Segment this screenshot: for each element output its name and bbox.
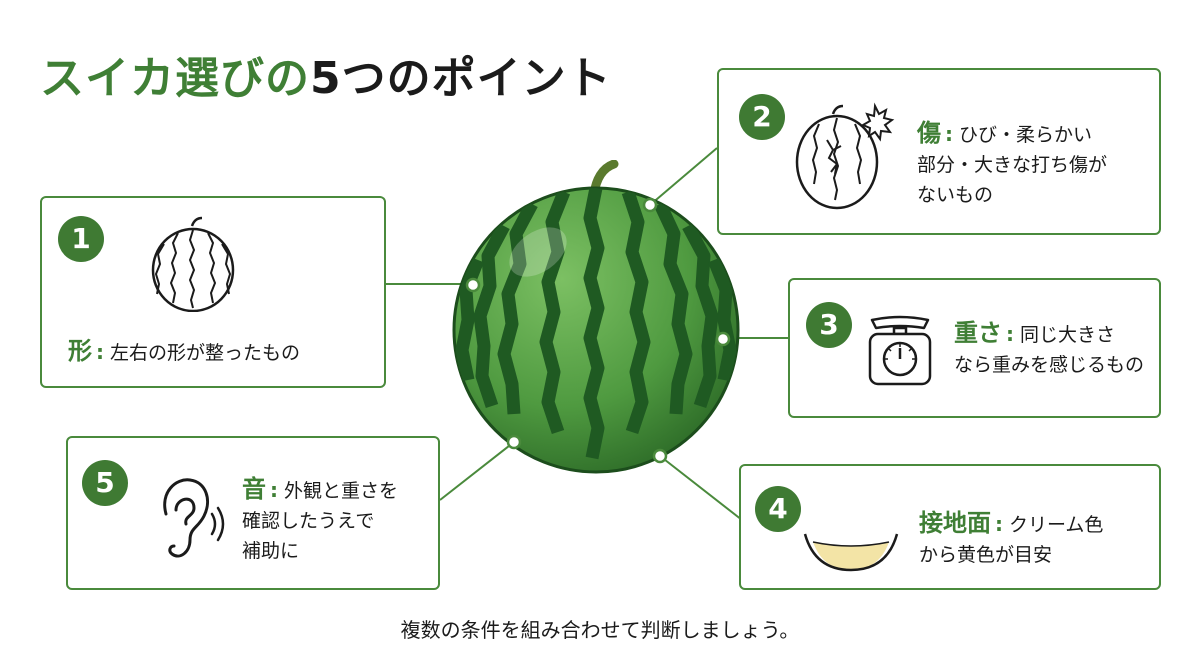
point-desc-line: 同じ大きさ	[1020, 324, 1116, 346]
point-text-1: 形: 左右の形が整ったもの	[68, 336, 300, 368]
footer-note: 複数の条件を組み合わせて判断しましょう。	[400, 618, 800, 642]
point-label: 形	[68, 337, 92, 365]
point-number-badge: 1	[58, 216, 104, 262]
point-card-5: 5 音: 外観と重さを 確認したうえで 補助に	[66, 436, 440, 590]
point-desc-line: 部分・大きな打ち傷が	[917, 154, 1108, 176]
point-card-1: 1 形: 左右の形が整ったもの	[40, 196, 386, 388]
point-number-badge: 5	[82, 460, 128, 506]
connector-dot-2	[642, 197, 658, 213]
point-colon: :	[945, 122, 953, 146]
ground-spot-icon	[803, 533, 899, 572]
point-card-3: 3 重さ: 同じ大きさ なら重みを感じるもの	[788, 278, 1161, 418]
title-part2: 5つのポイント	[310, 53, 612, 104]
point-desc-line: ないもの	[917, 184, 994, 206]
point-desc-line: ひび・柔らかい	[959, 124, 1093, 146]
point-desc-line: クリーム色	[1009, 514, 1104, 536]
point-text-3: 重さ: 同じ大きさ なら重みを感じるもの	[954, 318, 1144, 380]
point-number-badge: 3	[806, 302, 852, 348]
point-label: 音	[242, 475, 266, 503]
scale-icon	[868, 315, 932, 386]
point-text-2: 傷: ひび・柔らかい 部分・大きな打ち傷が ないもの	[917, 118, 1107, 210]
point-desc-line: 左右の形が整ったもの	[110, 342, 301, 364]
point-label: 傷	[917, 119, 941, 147]
connector-dot-5	[506, 434, 522, 450]
page-title: スイカ選びの5つのポイント	[40, 42, 612, 106]
point-colon: :	[270, 478, 278, 502]
round-watermelon-icon	[151, 216, 235, 312]
connector-dot-3	[715, 331, 731, 347]
point-desc-line: から黄色が目安	[919, 544, 1053, 566]
title-part1: スイカ選びの	[40, 53, 310, 104]
point-text-4: 接地面: クリーム色 から黄色が目安	[919, 508, 1103, 570]
point-desc-line: 確認したうえで	[242, 510, 375, 532]
watermelon-illustration	[452, 160, 740, 474]
point-label: 接地面	[919, 509, 991, 537]
point-desc-line: なら重みを感じるもの	[954, 354, 1145, 376]
point-text-5: 音: 外観と重さを 確認したうえで 補助に	[242, 474, 398, 566]
point-colon: :	[995, 512, 1003, 536]
ear-sound-icon	[163, 478, 225, 558]
point-number-badge: 4	[755, 486, 801, 532]
point-card-2: 2 傷: ひび・柔らかい 部分・大きな打ち傷が ないもの	[717, 68, 1161, 235]
connector-dot-4	[652, 448, 668, 464]
point-desc-line: 外観と重さを	[284, 480, 399, 502]
point-label: 重さ	[954, 319, 1002, 347]
point-desc-line: 補助に	[242, 540, 300, 562]
point-colon: :	[96, 340, 104, 364]
connector-dot-1	[465, 277, 481, 293]
point-card-4: 4 接地面: クリーム色 から黄色が目安	[739, 464, 1161, 590]
point-colon: :	[1006, 322, 1014, 346]
cracked-watermelon-icon	[795, 102, 895, 210]
point-number-badge: 2	[739, 94, 785, 140]
